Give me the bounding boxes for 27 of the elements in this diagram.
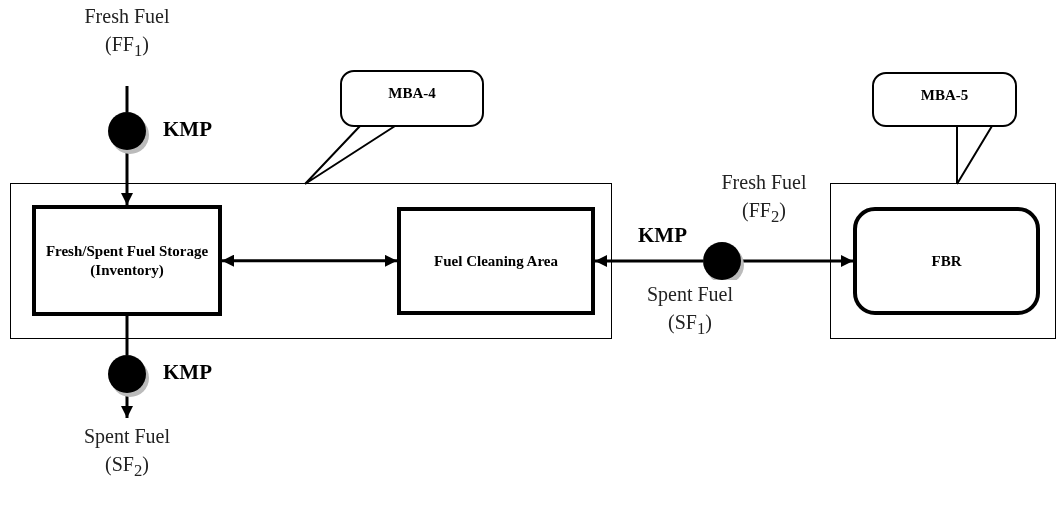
process-box [32,205,222,316]
flow-arrow [741,255,853,267]
flow-label: Fresh Fuel (FF$_{1}$) [83,3,171,62]
area-label: MBA-5 [920,86,969,105]
kmp-label: KMP [163,360,212,385]
flow-label: Spent Fuel (SF$_{2}$) [82,423,172,482]
callout-bubble [872,72,1017,127]
kmp-label: KMP [638,223,687,248]
reactor-box [853,207,1040,315]
process-box [397,207,595,315]
box-label: Fuel Cleaning Area [433,251,559,271]
area-boundary-box [830,183,1056,339]
flow-arrow [222,254,397,267]
area-boundary-box [10,183,612,339]
box-label: FBR [931,251,962,271]
key-measurement-point [108,112,146,150]
flow-line [125,86,129,112]
callout-pointer [956,125,993,185]
flow-arrow [595,255,703,267]
kmp-label: KMP [163,117,212,142]
key-measurement-point [703,242,741,280]
box-label: Fresh/Spent Fuel Storage (Inventory) [44,241,210,280]
key-measurement-point [108,355,146,393]
callout-bubble [340,70,484,127]
callout-pointer [304,125,396,185]
flow-line [125,316,129,355]
area-label: MBA-4 [388,84,436,103]
